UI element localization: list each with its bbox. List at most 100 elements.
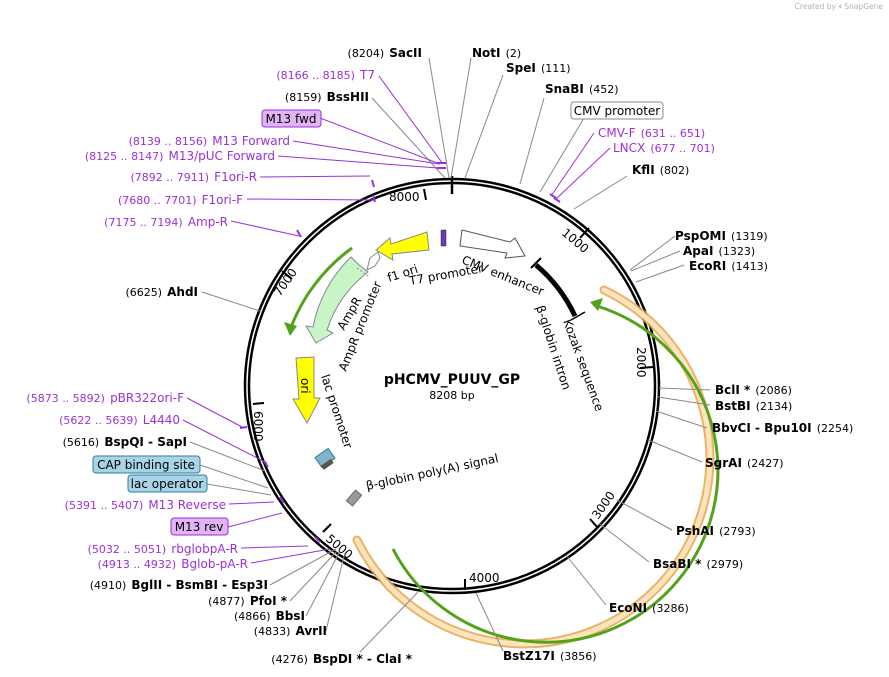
- primer-mark-lncx: [553, 197, 561, 203]
- enzyme-name-snabi: SnaBI: [545, 82, 584, 96]
- leader-cap-box: [199, 464, 269, 489]
- enzyme-pos-avrii: (4833): [254, 625, 291, 638]
- primer-label-m13puc: (8125 .. 8147) M13/pUC Forward: [85, 145, 275, 164]
- primer-name-f1ori-f: F1ori-F: [202, 193, 243, 207]
- leader-lac-box: [206, 483, 272, 496]
- enzyme-name-bsshii: BssHII: [327, 90, 369, 104]
- leader-bcli: [658, 387, 711, 391]
- enzyme-name-pshai: PshAI: [676, 524, 714, 538]
- boxed-label-m13fwd: M13 fwd: [261, 109, 322, 128]
- ampr-promoter-arrow: [366, 251, 381, 271]
- leader-lncx: [555, 147, 611, 200]
- gp-cds-green-arrow: [391, 304, 720, 644]
- enzyme-label-snabi: SnaBI (452): [545, 78, 619, 97]
- enzyme-pos-pspomi: (1319): [731, 230, 768, 243]
- tick-mark-8000: [423, 188, 427, 201]
- m13rev-text: M13 rev: [175, 520, 224, 534]
- primer-range-amp-r: (7175 .. 7194): [104, 216, 183, 229]
- leader-m13rev-box: [227, 512, 283, 528]
- enzyme-pos-bsabi: (2979): [707, 558, 744, 571]
- tick-mark-7000: [281, 270, 293, 280]
- primer-label-lncx: LNCX (677 .. 701): [613, 137, 715, 156]
- primer-name-t7: T7: [359, 68, 375, 82]
- leader-bstz17i: [475, 592, 504, 652]
- label-ori: ori: [298, 378, 312, 394]
- enzyme-name-kfli: KflI: [632, 163, 655, 177]
- primer-name-cmv-f: CMV-F: [598, 126, 636, 140]
- leader-bspqi: [189, 441, 266, 472]
- leader-l4440: [182, 419, 268, 464]
- primer-label-rbglobpa: (5032 .. 5051) rbglobpA-R: [88, 538, 238, 557]
- leader-t7: [378, 75, 444, 165]
- tick-label-2000: 2000: [634, 347, 648, 378]
- scale-ticks: [252, 188, 654, 590]
- enzyme-label-ahdi: (6625) AhdI: [125, 281, 198, 300]
- leader-bbvci: [655, 410, 708, 429]
- plasmid-size: 8208 bp: [429, 389, 474, 402]
- enzyme-name-bbvci: BbvCI - Bpu10I: [712, 421, 812, 435]
- enzyme-pos-apai: (1323): [719, 245, 756, 258]
- m13fwd-box: [261, 109, 322, 128]
- boxed-label-lac: lac operator: [127, 474, 208, 493]
- ampr-arrow: [305, 256, 369, 344]
- tick-label-6000: 6000: [251, 411, 265, 442]
- enzyme-pos-bcli: (2086): [755, 384, 792, 397]
- snapgene-logo-icon: ‹: [838, 2, 842, 12]
- boxed-label-cmv-promoter: CMV promoter: [570, 101, 664, 120]
- primer-mark-m13rev: [279, 496, 285, 504]
- enzyme-pos-bsshii: (8159): [285, 91, 322, 104]
- primer-mark-cmv-f: [549, 193, 557, 199]
- ampr-green-strand: [288, 246, 353, 331]
- primer-name-pbr322: pBR322ori-F: [110, 391, 184, 405]
- enzyme-name-bglii: BglII - BsmBI - Esp3I: [131, 578, 268, 592]
- enzyme-label-apai: ApaI (1323): [683, 240, 755, 259]
- enzyme-pos-sgrai: (2427): [747, 457, 784, 470]
- enzyme-label-bsabi: BsaBI * (2979): [653, 553, 743, 572]
- primer-range-f1ori-f: (7680 .. 7701): [118, 194, 197, 207]
- enzyme-name-pspomi: PspOMI: [675, 229, 726, 243]
- enzyme-label-bglii: (4910) BglII - BsmBI - Esp3I: [90, 574, 268, 593]
- enzyme-name-apai: ApaI: [683, 244, 713, 258]
- primer-range-pbr322: (5873 .. 5892): [26, 392, 105, 405]
- leader-kfli: [573, 175, 628, 210]
- enzyme-label-ecori: EcoRI (1413): [689, 255, 768, 274]
- label-bglobin-intron: β-globin intron: [533, 304, 573, 392]
- leader-bsabi: [599, 523, 650, 563]
- cds-orange-band-inner: [354, 287, 713, 647]
- leader-pshai: [616, 499, 673, 531]
- f1-ori-arrow: [375, 231, 430, 261]
- boxed-label-cap: CAP binding site: [92, 455, 201, 474]
- brand-name: SnapGene: [844, 2, 883, 11]
- primer-mark-bglob: [314, 536, 321, 543]
- cmv-promoter-box: [570, 101, 664, 120]
- enzyme-labels: (8204) SacII NotI (2) SpeI (111) SnaBI (…: [63, 42, 854, 667]
- leader-clai: [359, 591, 419, 653]
- leader-m13-forward: [292, 140, 440, 165]
- enzyme-label-bstz17i: BstZ17I (3856): [503, 645, 597, 664]
- enzyme-label-sgrai: SgrAI (2427): [705, 452, 784, 471]
- enzyme-pos-bspqi: (5616): [63, 436, 100, 449]
- bglobin-intron-arc: [534, 263, 578, 318]
- primer-marks: [239, 162, 561, 543]
- tick-label-7000: 7000: [271, 266, 300, 299]
- primer-name-m13-forward: M13 Forward: [212, 134, 290, 148]
- primer-name-l4440: L4440: [143, 413, 180, 427]
- snapgene-brand: Created by ‹ SnapGene: [795, 2, 883, 12]
- enzyme-label-pshai: PshAI (2793): [676, 520, 756, 539]
- enzyme-label-bcli: BclI * (2086): [715, 379, 792, 398]
- enzyme-label-econi: EcoNI (3286): [609, 597, 689, 616]
- enzyme-label-kfli: KflI (802): [632, 159, 689, 178]
- enzyme-name-bstz17i: BstZ17I: [503, 649, 555, 663]
- enzyme-label-clai: (4276) BspDI * - ClaI *: [271, 648, 412, 667]
- primer-mark-f1ori-r: [371, 179, 375, 188]
- enzyme-label-sacii: (8204) SacII: [348, 42, 422, 61]
- cap-text: CAP binding site: [97, 458, 195, 472]
- leader-apai: [630, 250, 681, 272]
- cap-box: [92, 455, 201, 474]
- primer-label-l4440: (5622 .. 5639) L4440: [59, 409, 180, 428]
- enzyme-pos-ahdi: (6625): [125, 286, 162, 299]
- brand-prefix: Created by: [794, 2, 836, 11]
- cmv-promoter-text: CMV promoter: [574, 104, 661, 118]
- kozak-tick: [570, 311, 586, 321]
- enzyme-name-avrii: AvrII: [295, 624, 327, 638]
